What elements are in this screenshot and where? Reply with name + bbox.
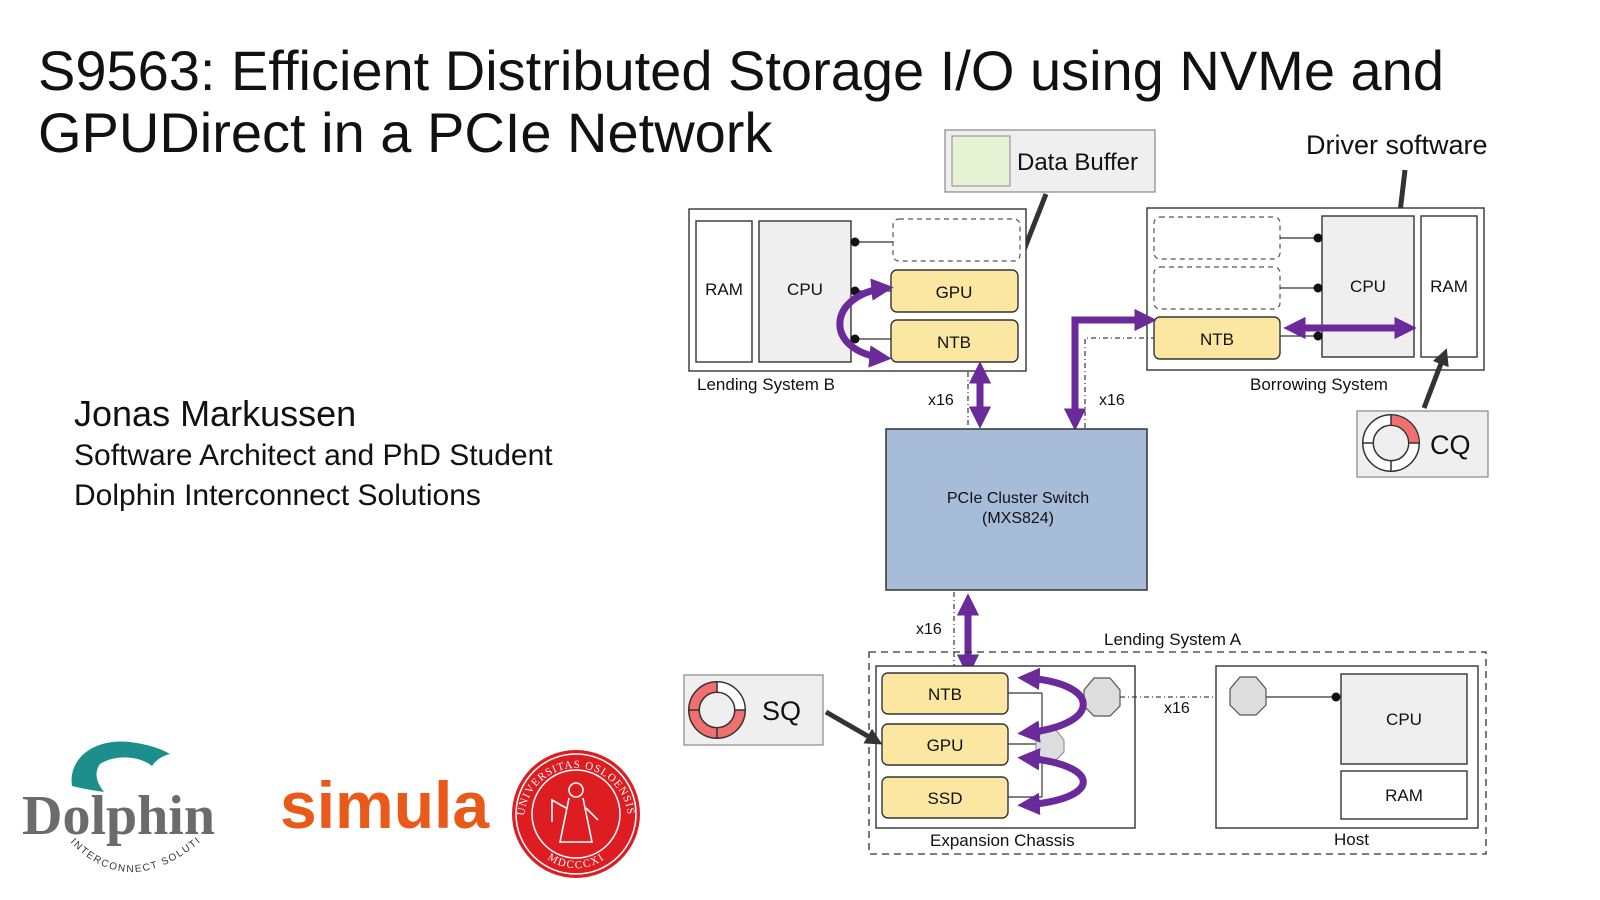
expansion-chassis-label: Expansion Chassis — [930, 831, 1075, 850]
borrowing-empty-slot-2 — [1153, 266, 1281, 310]
chassis-inner-switch-icon — [1035, 729, 1065, 761]
uio-seal-logo: UNIVERSITAS OSLOENSIS MDCCCXI — [512, 750, 640, 878]
sq-ring-icon — [688, 681, 746, 739]
dolphin-icon — [71, 741, 170, 792]
switch-label-line-1: PCIe Cluster Switch — [947, 490, 1089, 507]
sq-legend: SQ — [683, 674, 824, 746]
lending-b-ram-label: RAM — [705, 280, 743, 299]
host-cpu-label: CPU — [1386, 710, 1422, 729]
author-org: Dolphin Interconnect Solutions — [74, 479, 481, 512]
cq-legend: CQ — [1356, 410, 1489, 478]
dolphin-subtitle: INTERCONNECT SOLUTIONS — [0, 0, 204, 875]
lending-system-a-frame — [868, 651, 1487, 855]
chassis-ssd-label: SSD — [928, 789, 963, 808]
borrowing-ram-label: RAM — [1430, 277, 1468, 296]
gpu-ssd-transfer-arrow — [1017, 748, 1087, 816]
lending-system-b: RAM CPU GPU NTB — [688, 208, 1027, 372]
chassis-switch-chip-icon — [1083, 677, 1121, 717]
author-block: Jonas Markussen Software Architect and P… — [74, 392, 553, 516]
driver-software-label: Driver software — [1306, 130, 1488, 160]
simula-logo: simula — [280, 768, 490, 842]
data-buffer-label: Data Buffer — [1017, 149, 1138, 176]
host-ram-label: RAM — [1385, 786, 1423, 805]
gpu-ntb-transfer-arrow — [836, 278, 894, 368]
cq-pointer-arrow — [1421, 348, 1449, 409]
cq-ring-icon — [1362, 414, 1420, 472]
lending-b-ram-box — [695, 220, 753, 363]
dolphin-logo: Dolphin INTERCONNECT SOLUTIONS — [0, 0, 215, 875]
borrowing-system: NTB CPU RAM — [1146, 207, 1485, 371]
chassis-gpu-label: GPU — [927, 736, 964, 755]
author-role: Software Architect and PhD Student — [74, 439, 553, 472]
host-x16-label: x16 — [1164, 700, 1190, 717]
host-switch-chip-icon — [1229, 676, 1267, 716]
chassis-ntb-label: NTB — [928, 685, 962, 704]
slide-title: S9563: Efficient Distributed Storage I/O… — [38, 40, 1578, 164]
lending-system-a-label: Lending System A — [1104, 630, 1242, 649]
switch-label-line-2: (MXS824) — [982, 510, 1054, 527]
slide-title-line-2: GPUDirect in a PCIe Network — [38, 101, 773, 164]
borrowing-switch-link — [1084, 337, 1154, 428]
cq-label: CQ — [1430, 430, 1471, 460]
uio-seal-figure-icon — [551, 782, 599, 843]
ntb-gpu-transfer-arrow — [1017, 667, 1087, 743]
borrowing-cpu-label: CPU — [1350, 277, 1386, 296]
sq-pointer-arrow — [824, 709, 883, 745]
lending-b-gpu-label: GPU — [936, 283, 973, 302]
slide-title-line-1: S9563: Efficient Distributed Storage I/O… — [38, 39, 1444, 102]
lending-system-b-label: Lending System B — [697, 375, 835, 394]
lending-b-ntb-label: NTB — [937, 333, 971, 352]
host-system: CPU RAM — [1215, 665, 1479, 829]
host-ram-box — [1340, 770, 1468, 820]
expansion-chassis: NTB GPU SSD — [875, 665, 1136, 829]
lending-b-empty-slot — [892, 218, 1021, 262]
dolphin-wordmark: Dolphin — [22, 785, 215, 847]
host-cpu-box — [1340, 673, 1468, 765]
borrowing-ram-box — [1420, 215, 1478, 358]
borrowing-switch-arrow — [1063, 308, 1157, 431]
borrowing-system-label: Borrowing System — [1250, 375, 1388, 394]
pcie-cluster-switch: PCIe Cluster Switch (MXS824) — [885, 428, 1148, 591]
lending-a-x16-label: x16 — [916, 621, 942, 638]
borrowing-empty-slot-1 — [1153, 216, 1281, 260]
host-label: Host — [1334, 830, 1369, 849]
sq-label: SQ — [762, 696, 801, 726]
lending-b-cpu-label: CPU — [787, 280, 823, 299]
lending-b-x16-label: x16 — [928, 392, 954, 409]
data-buffer-legend: Data Buffer — [944, 129, 1156, 193]
borrowing-ntb-label: NTB — [1200, 330, 1234, 349]
author-name: Jonas Markussen — [74, 393, 357, 434]
borrowing-x16-label: x16 — [1099, 392, 1125, 409]
